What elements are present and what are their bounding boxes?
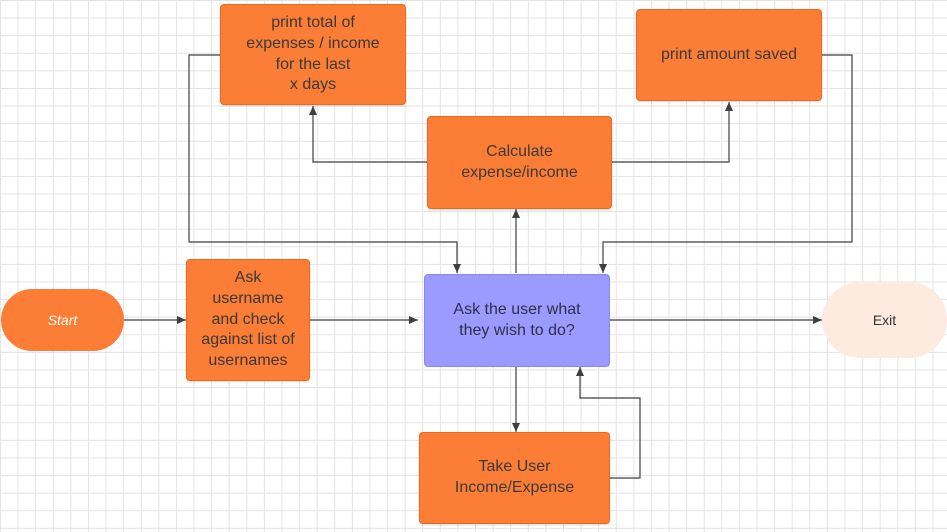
edge-ask-wish-to-exit bbox=[610, 316, 822, 324]
calculate-label: Calculate expense/income bbox=[461, 142, 578, 181]
print-total-label: print total of expenses / income for the… bbox=[246, 13, 380, 94]
edge-ask-wish-to-calculate bbox=[512, 209, 520, 273]
edge-calculate-to-print-saved-line bbox=[612, 102, 730, 163]
edge-ask-username-to-ask-wish-arrowhead-icon bbox=[409, 316, 418, 324]
edge-take-input-to-ask-wish-line bbox=[579, 367, 641, 479]
edge-calculate-to-print-total-arrowhead-icon bbox=[309, 106, 317, 115]
edge-print-total-to-ask-wish-arrowhead-icon bbox=[453, 264, 461, 273]
print-saved-label: print amount saved bbox=[660, 45, 798, 63]
edge-print-total-to-ask-wish bbox=[188, 54, 461, 273]
edge-calculate-to-print-total-line bbox=[312, 106, 427, 163]
start-terminal[interactable]: Start bbox=[1, 289, 124, 351]
edge-calculate-to-print-total bbox=[309, 106, 427, 163]
exit-label: Exit bbox=[872, 311, 897, 328]
take-input-process[interactable]: Take User Income/Expense bbox=[419, 432, 610, 524]
edge-calculate-to-print-saved-arrowhead-icon bbox=[725, 102, 733, 111]
ask-username-process[interactable]: Ask username and check against list of u… bbox=[186, 259, 310, 381]
calculate-process[interactable]: Calculate expense/income bbox=[427, 116, 612, 209]
exit-terminal[interactable]: Exit bbox=[822, 282, 947, 358]
edge-start-to-ask-username bbox=[124, 316, 186, 324]
edge-print-saved-to-ask-wish bbox=[599, 54, 853, 273]
edge-ask-wish-to-take-input bbox=[512, 367, 520, 432]
edge-print-saved-to-ask-wish-arrowhead-icon bbox=[599, 264, 607, 273]
edge-ask-wish-to-exit-arrowhead-icon bbox=[813, 316, 822, 324]
edge-ask-wish-to-take-input-arrowhead-icon bbox=[512, 423, 520, 432]
print-saved-process[interactable]: print amount saved bbox=[636, 9, 822, 101]
print-total-process[interactable]: print total of expenses / income for the… bbox=[220, 4, 406, 105]
take-input-label: Take User Income/Expense bbox=[454, 458, 575, 496]
edge-ask-username-to-ask-wish bbox=[310, 316, 418, 324]
edge-calculate-to-print-saved bbox=[612, 102, 733, 163]
ask-username-label: Ask username and check against list of u… bbox=[201, 269, 295, 370]
start-label: Start bbox=[47, 311, 78, 328]
ask-user-wish-node[interactable]: Ask the user what they wish to do? bbox=[424, 274, 610, 367]
edge-take-input-to-ask-wish bbox=[576, 367, 641, 479]
edge-print-saved-to-ask-wish-line bbox=[602, 54, 853, 273]
edge-ask-wish-to-calculate-arrowhead-icon bbox=[512, 209, 520, 218]
ask-user-wish-label: Ask the user what they wish to do? bbox=[453, 300, 581, 339]
edge-start-to-ask-username-arrowhead-icon bbox=[177, 316, 186, 324]
edge-take-input-to-ask-wish-arrowhead-icon bbox=[576, 367, 584, 376]
edge-print-total-to-ask-wish-line bbox=[188, 54, 458, 273]
